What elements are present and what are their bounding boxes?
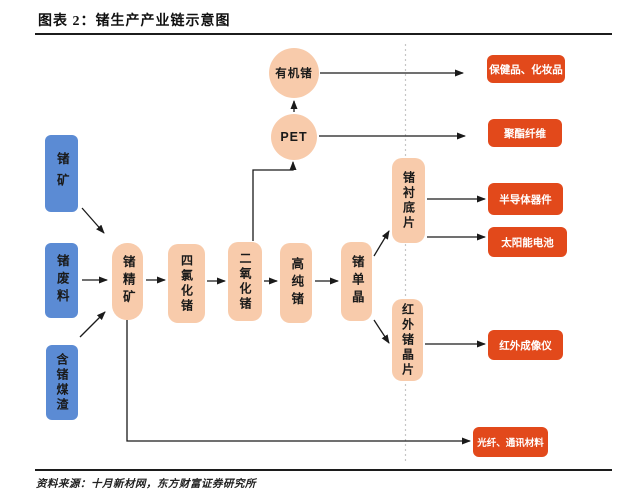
node-organic-germanium: 有机锗 [269, 48, 319, 98]
node-germanium-coal-slag: 含锗煤渣 [46, 345, 78, 420]
arrow-ore-to-concentrate [81, 207, 105, 234]
source-note: 资料来源：十月新材网，东方财富证券研究所 [36, 479, 256, 490]
node-infrared-imager: 红外成像仪 [488, 330, 563, 360]
footer-divider-line [35, 469, 612, 471]
title-divider-line [35, 33, 612, 35]
node-high-purity-germanium: 高纯锗 [280, 243, 312, 323]
elbow-dioxide-to-pet [252, 161, 297, 241]
node-germanium-tetrachloride: 四氯化锗 [168, 244, 205, 323]
node-germanium-single-crystal: 锗单晶 [341, 242, 372, 321]
arrow-singlecrystal-to-irwafer [373, 319, 390, 344]
node-health-cosmetics: 保健品、化妆品 [487, 55, 565, 83]
arrow-singlecrystal-to-substrate [373, 230, 390, 257]
node-germanium-ore: 锗矿 [45, 135, 78, 212]
node-germanium-dioxide: 二氧化锗 [228, 242, 262, 321]
node-pet: PET [271, 114, 317, 160]
elbow-concentrate-to-opticfiber [126, 320, 471, 445]
figure-title: 图表 2：锗生产产业链示意图 [38, 14, 231, 29]
node-germanium-concentrate: 锗精矿 [112, 243, 143, 320]
arrow-slag-to-concentrate [79, 311, 106, 338]
node-semiconductor-devices: 半导体器件 [488, 183, 563, 215]
node-optic-fiber-comm-materials: 光纤、通讯材料 [473, 427, 548, 457]
node-infrared-germanium-wafer: 红外锗晶片 [392, 299, 423, 381]
node-germanium-substrate: 锗衬底片 [392, 158, 425, 243]
node-polyester-fiber: 聚酯纤维 [488, 119, 562, 147]
node-germanium-waste: 锗废料 [45, 243, 78, 318]
node-solar-cell: 太阳能电池 [488, 227, 567, 257]
